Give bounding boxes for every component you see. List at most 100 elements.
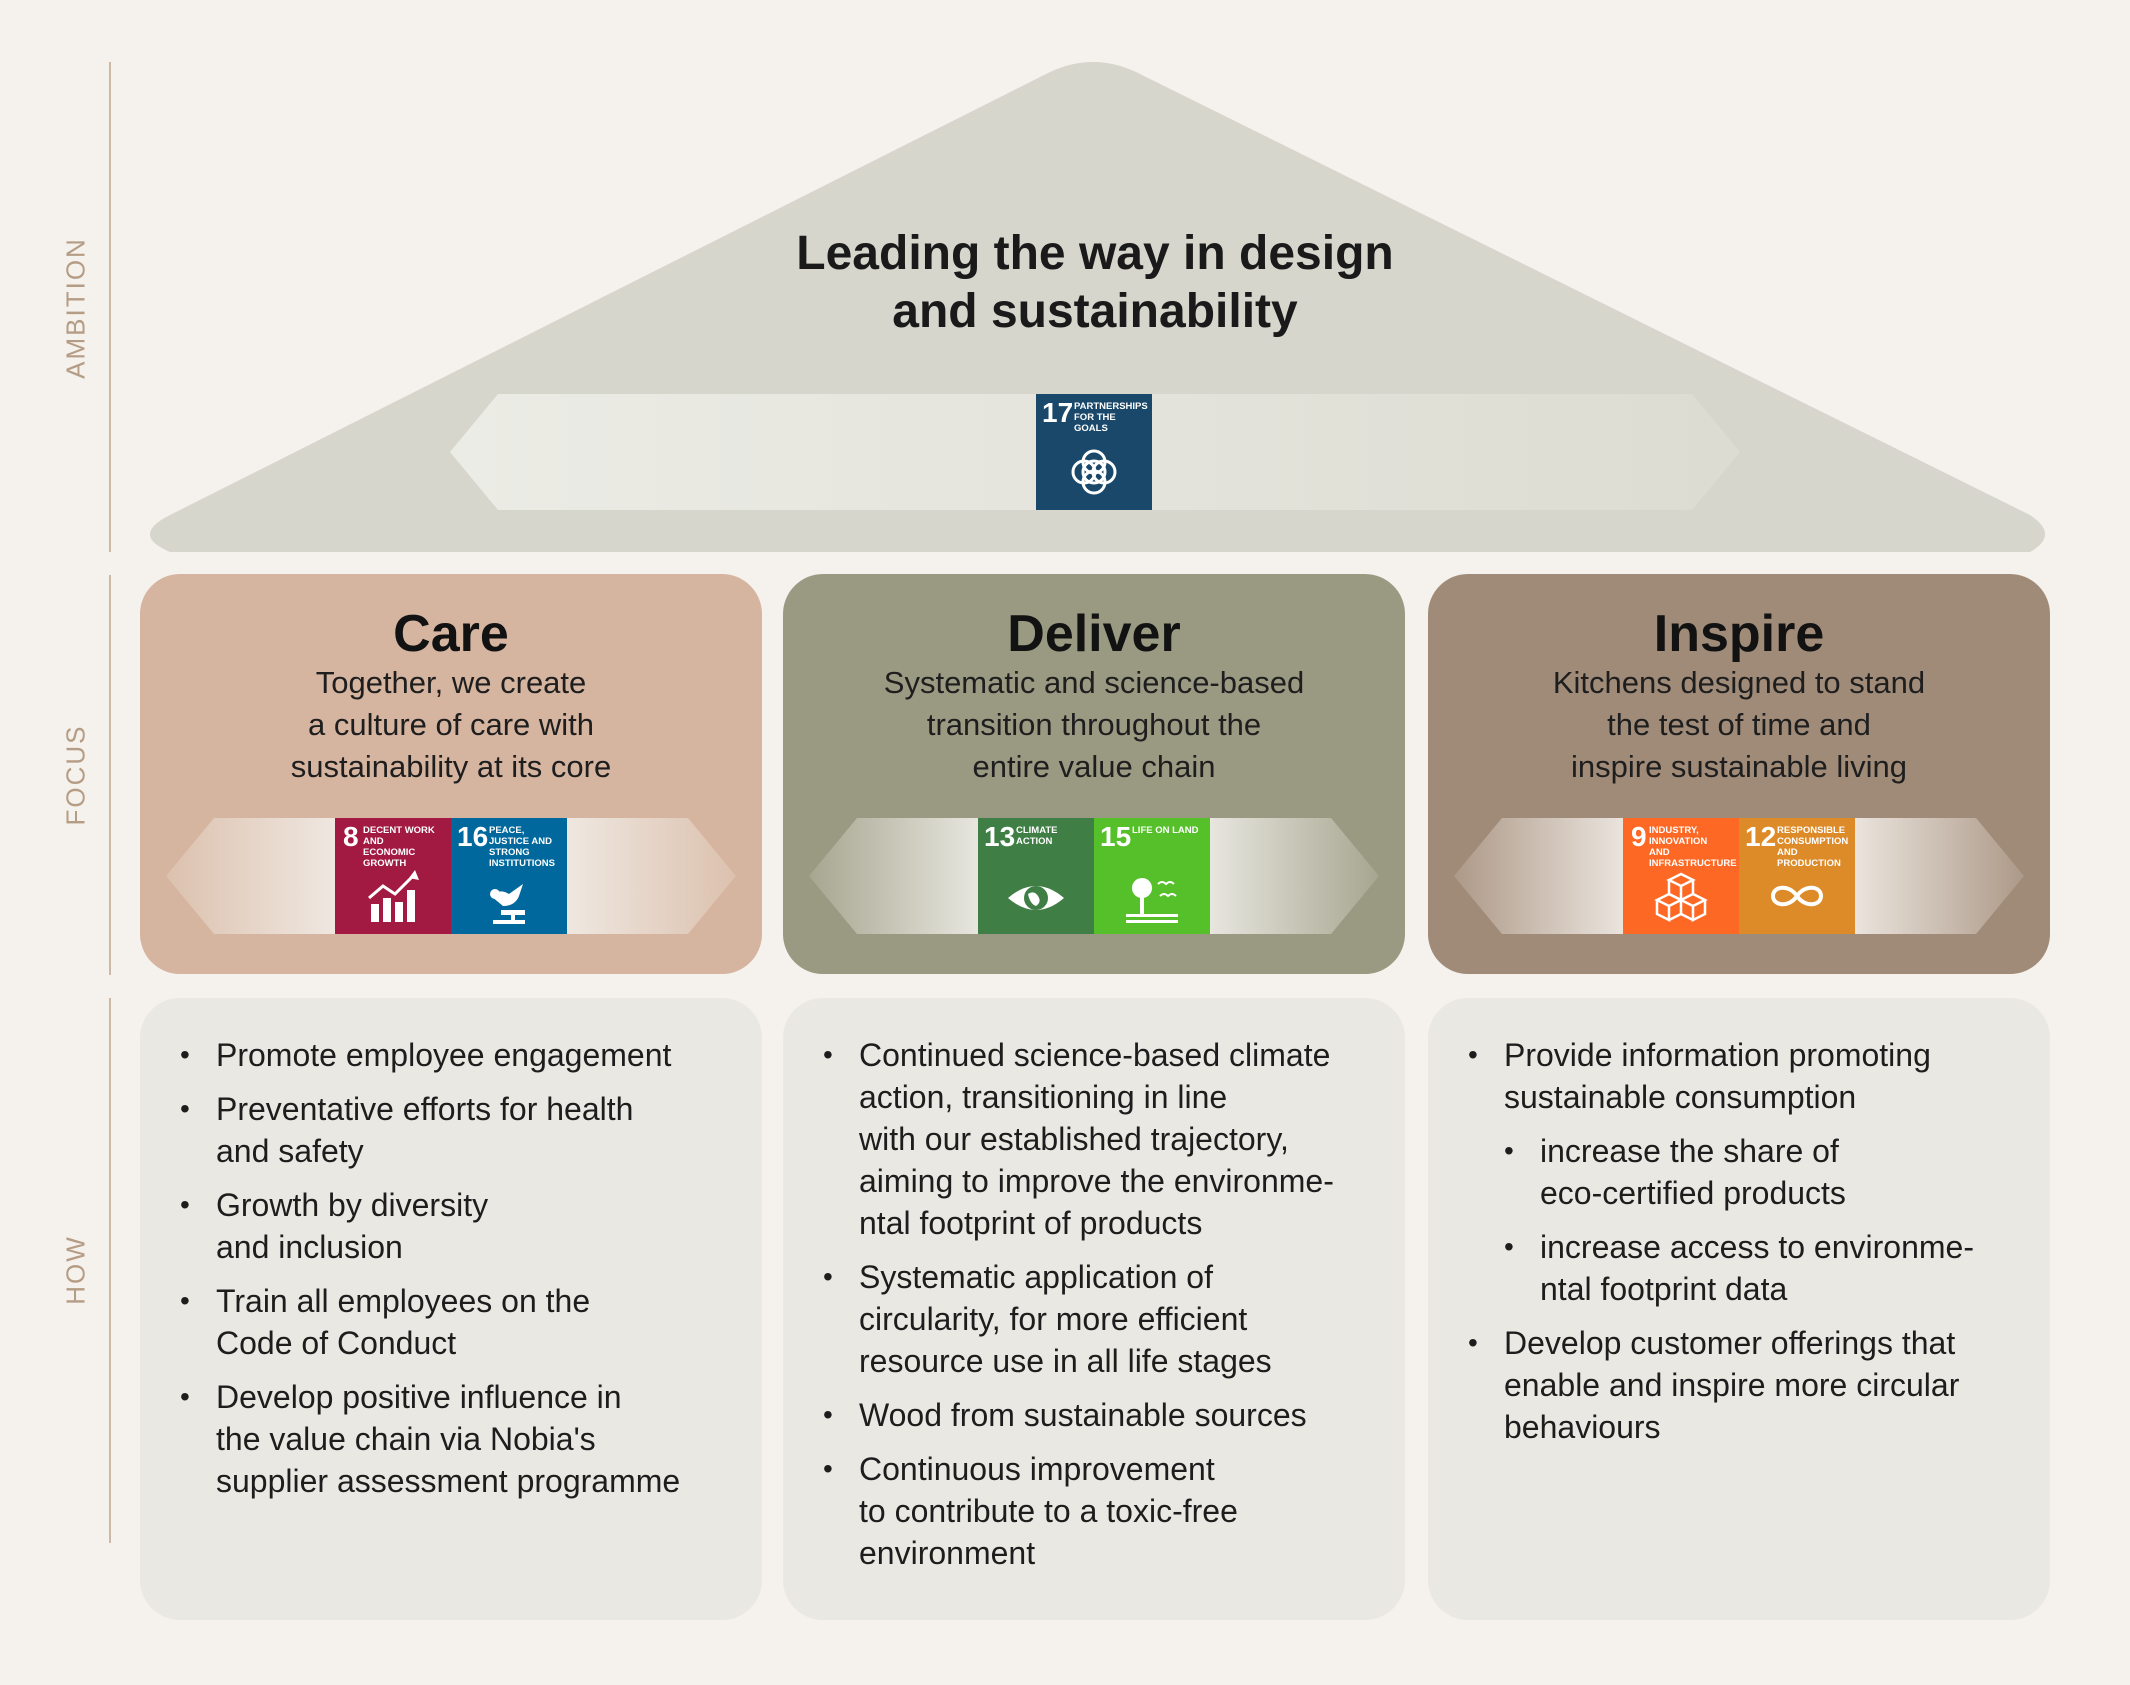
list-item-line: ntal footprint data: [1540, 1271, 1788, 1307]
focus-deliver-line3: entire value chain: [972, 749, 1216, 784]
list-item-line: Growth by diversity: [216, 1187, 489, 1223]
list-item-line: enable and inspire more circular: [1504, 1367, 1960, 1403]
list-item: Train all employees on the Code of Condu…: [180, 1280, 742, 1364]
sdg-9-number: 9: [1631, 821, 1647, 852]
sdg-9-tile: 9 INDUSTRY, INNOVATION AND INFRASTRUCTUR…: [1623, 818, 1739, 934]
sdg-8-tile: 8 DECENT WORK AND ECONOMIC GROWTH: [335, 818, 451, 934]
eye-globe-icon: [1008, 886, 1064, 910]
sdg-17-tile: 17 PARTNERSHIPS FOR THE GOALS: [1036, 394, 1152, 510]
axis-label-focus: FOCUS: [60, 724, 91, 826]
sdg-13-label: CLIMATE ACTION: [1016, 825, 1058, 847]
list-item-line: Provide information promoting: [1504, 1037, 1931, 1073]
list-item: Develop customer offerings that enable a…: [1468, 1322, 2030, 1448]
list-item-line: action, transitioning in line: [859, 1079, 1228, 1115]
list-item: Continued science-based climate action, …: [823, 1034, 1385, 1244]
sub-list-item: increase access to environme- ntal footp…: [1504, 1226, 2030, 1310]
how-list-care: Promote employee engagement Preventative…: [180, 1034, 742, 1514]
sdg-9-label: INDUSTRY, INNOVATION AND INFRASTRUCTURE: [1649, 825, 1737, 869]
list-item: Develop positive influence in the value …: [180, 1376, 742, 1502]
how-card-deliver: Continued science-based climate action, …: [783, 998, 1405, 1620]
list-item: Preventative efforts for health and safe…: [180, 1088, 742, 1172]
list-item-line: to contribute to a toxic-free: [859, 1493, 1238, 1529]
list-item-line: behaviours: [1504, 1409, 1661, 1445]
sdg-12-tile: 12 RESPONSIBLE CONSUMPTION AND PRODUCTIO…: [1739, 818, 1855, 934]
list-item-line: ntal footprint of products: [859, 1205, 1203, 1241]
axis-label-how: HOW: [60, 1235, 91, 1305]
focus-title-inspire: Inspire: [1653, 605, 1825, 663]
list-item-line: Systematic application of: [859, 1259, 1213, 1295]
list-item-line: sustainable consumption: [1504, 1079, 1857, 1115]
sdg-16-number: 16: [457, 821, 489, 852]
focus-care-line1: Together, we create: [315, 665, 587, 700]
focus-inspire-line1: Kitchens designed to stand: [1552, 665, 1926, 700]
list-item-line: circularity, for more efficient: [859, 1301, 1248, 1337]
sdg-16-tile: 16 PEACE, JUSTICE AND STRONG INSTITUTION…: [451, 818, 567, 934]
how-card-inspire: Provide information promoting sustainabl…: [1428, 998, 2050, 1620]
focus-care-line2: a culture of care with: [307, 707, 595, 742]
list-item: Wood from sustainable sources: [823, 1394, 1385, 1436]
list-item-line: with our established trajectory,: [859, 1121, 1289, 1157]
list-item-line: Promote employee engagement: [216, 1037, 672, 1073]
list-item-line: Code of Conduct: [216, 1325, 457, 1361]
how-card-care: Promote employee engagement Preventative…: [140, 998, 762, 1620]
list-item: Systematic application of circularity, f…: [823, 1256, 1385, 1382]
ambition-title-line2: and sustainability: [892, 285, 1298, 338]
sdg-15-number: 15: [1100, 821, 1132, 852]
sdg-13-number: 13: [984, 821, 1016, 852]
ambition-title-line1: Leading the way in design: [796, 227, 1394, 280]
focus-care-line3: sustainability at its core: [290, 749, 612, 784]
sdg-15-tile: 15 LIFE ON LAND: [1094, 818, 1210, 934]
list-item-line: environment: [859, 1535, 1036, 1571]
list-item-line: Develop customer offerings that: [1504, 1325, 1956, 1361]
focus-title-deliver: Deliver: [1007, 605, 1181, 663]
sdg-12-number: 12: [1745, 821, 1777, 852]
cubes-icon: [1654, 872, 1708, 923]
list-item-line: Preventative efforts for health: [216, 1091, 634, 1127]
list-item: Promote employee engagement: [180, 1034, 742, 1076]
list-item-line: and safety: [216, 1133, 364, 1169]
growth-chart-icon: [368, 870, 419, 922]
list-item-line: increase the share of: [1540, 1133, 1839, 1169]
list-item-line: Wood from sustainable sources: [859, 1397, 1307, 1433]
list-item: Continuous improvement to contribute to …: [823, 1448, 1385, 1574]
list-item-line: aiming to improve the environme-: [859, 1163, 1334, 1199]
list-item-line: Continuous improvement: [859, 1451, 1215, 1487]
list-item-line: eco-certified products: [1540, 1175, 1846, 1211]
tree-birds-icon: [1126, 878, 1178, 923]
list-item-line: and inclusion: [216, 1229, 403, 1265]
focus-deliver-line1: Systematic and science-based: [883, 665, 1305, 700]
sdg-15-label: LIFE ON LAND: [1132, 825, 1199, 836]
ambition-title: Leading the way in design and sustainabi…: [660, 225, 1530, 341]
dove-gavel-icon: [490, 884, 525, 924]
list-item-line: increase access to environme-: [1540, 1229, 1974, 1265]
sdg-16-label: PEACE, JUSTICE AND STRONG INSTITUTIONS: [489, 825, 555, 869]
list-item-line: Train all employees on the: [216, 1283, 591, 1319]
sdg-8-number: 8: [343, 821, 359, 852]
axis-line-focus: [109, 575, 111, 975]
sdg-8-label: DECENT WORK AND ECONOMIC GROWTH: [363, 825, 435, 869]
sdg-17-number: 17: [1042, 397, 1074, 428]
list-item: Provide information promoting sustainabl…: [1468, 1034, 2030, 1118]
list-item-line: supplier assessment programme: [216, 1463, 681, 1499]
list-item-line: the value chain via Nobia's: [216, 1421, 596, 1457]
focus-deliver-line2: transition throughout the: [926, 707, 1262, 742]
list-item-line: Develop positive influence in: [216, 1379, 622, 1415]
focus-inspire-line2: the test of time and: [1607, 707, 1871, 742]
focus-inspire-line3: inspire sustainable living: [1570, 749, 1908, 784]
sub-list-item: increase the share of eco-certified prod…: [1504, 1130, 2030, 1214]
sdg-13-tile: 13 CLIMATE ACTION: [978, 818, 1094, 934]
focus-subtitle-inspire: Kitchens designed to stand the test of t…: [1458, 662, 2020, 788]
how-list-inspire: Provide information promoting sustainabl…: [1468, 1034, 2030, 1460]
list-item-line: resource use in all life stages: [859, 1343, 1272, 1379]
axis-line-ambition: [109, 62, 111, 552]
list-item-line: Continued science-based climate: [859, 1037, 1331, 1073]
focus-title-care: Care: [393, 605, 509, 663]
focus-subtitle-deliver: Systematic and science-based transition …: [813, 662, 1375, 788]
sdg-17-label: PARTNERSHIPS FOR THE GOALS: [1074, 401, 1148, 434]
partnership-rings-icon: [1071, 449, 1117, 495]
list-item: Growth by diversity and inclusion: [180, 1184, 742, 1268]
sdg-12-label: RESPONSIBLE CONSUMPTION AND PRODUCTION: [1777, 825, 1849, 869]
axis-line-how: [109, 998, 111, 1543]
focus-subtitle-care: Together, we create a culture of care wi…: [170, 662, 732, 788]
how-list-deliver: Continued science-based climate action, …: [823, 1034, 1385, 1586]
